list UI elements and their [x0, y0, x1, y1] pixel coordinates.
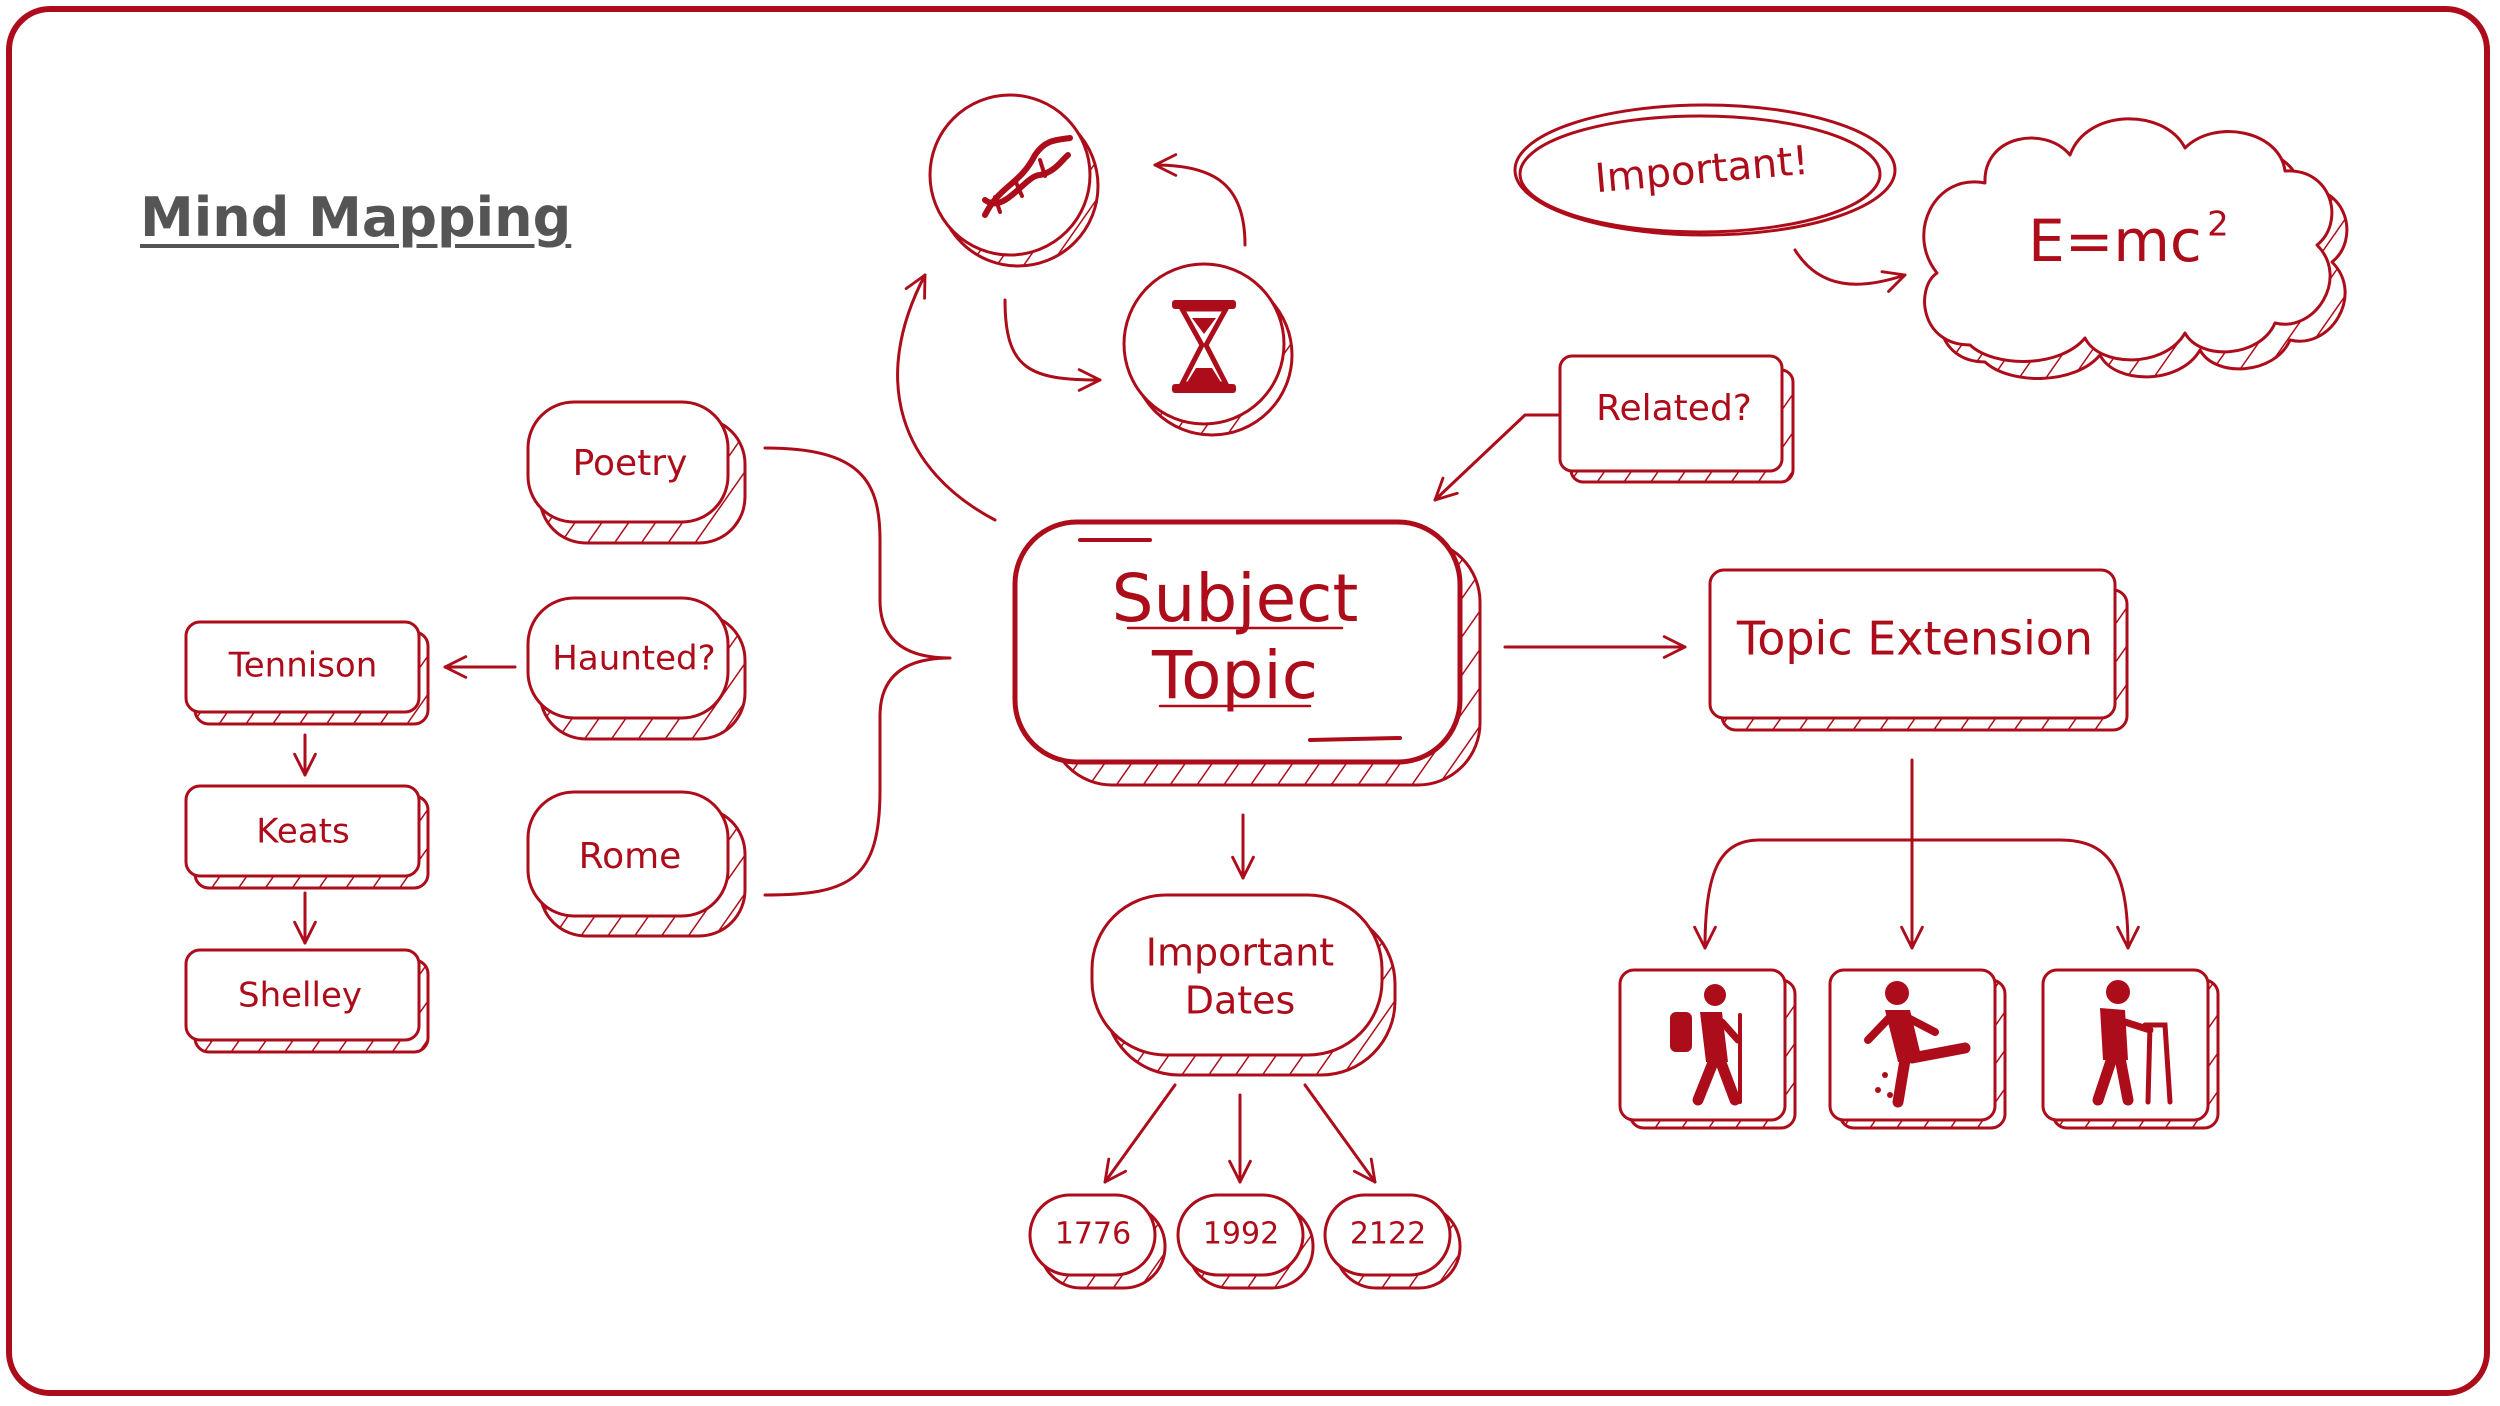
arrow-dates-1776 [1103, 1083, 1177, 1184]
rome-label: Rome [579, 836, 682, 877]
arrow-related-subject [1433, 413, 1562, 502]
tennison-node [184, 620, 430, 726]
subject-topic-label-line1: Subject [1112, 560, 1359, 637]
important-dates-label-line2: Dates [1185, 979, 1296, 1023]
important-label: Important! [1593, 138, 1811, 203]
date-2122: 2122 [1350, 1217, 1426, 1252]
dna-icon [982, 135, 1073, 218]
shelley-node [184, 948, 430, 1054]
tennison-label: Tennison [228, 646, 378, 686]
arrow-hourglass-dna [1153, 153, 1247, 247]
poetry-label: Poetry [573, 443, 688, 484]
elderly-walker-icon [2092, 980, 2173, 1106]
formula-main: E=mc [2028, 207, 2202, 275]
hiker-icon [1670, 984, 1742, 1106]
poetry-node [526, 400, 747, 545]
date-pill-1 [1028, 1193, 1167, 1290]
haunted-node [526, 596, 747, 741]
arrow-dates-2122 [1303, 1083, 1377, 1184]
date-pill-2 [1176, 1193, 1315, 1290]
person-kicking-icon [1864, 981, 1971, 1108]
shelley-label: Shelley [238, 976, 362, 1016]
haunted-label: Haunted? [552, 639, 715, 679]
keats-label: Keats [256, 812, 349, 852]
keats-node [184, 784, 430, 890]
subject-topic-node [1012, 519, 1482, 787]
rome-node [526, 790, 747, 938]
subject-topic-label-line2: Topic [1151, 637, 1318, 714]
arrow-subject-dna [896, 273, 997, 522]
brace-connector [763, 446, 952, 897]
important-dates-label-line1: Important [1146, 931, 1334, 975]
arrow-important-formula [1793, 248, 1907, 293]
date-1776: 1776 [1055, 1217, 1131, 1252]
arrow-dna-hourglass [1003, 298, 1102, 392]
important-oval [1513, 103, 1897, 237]
page-title: Mind Mapping [140, 186, 572, 249]
related-label: Related? [1596, 388, 1752, 429]
hourglass-icon [1172, 300, 1236, 393]
formula-exponent: 2 [2207, 205, 2229, 245]
date-pill-3 [1323, 1193, 1462, 1290]
date-1992: 1992 [1203, 1217, 1279, 1252]
topic-extension-label: Topic Extension [1736, 612, 2093, 666]
important-dates-node [1090, 893, 1397, 1077]
topic-extension-node [1708, 568, 2129, 732]
formula-cloud [1922, 117, 2349, 380]
arrow-extension-hiker [1693, 838, 1914, 950]
related-node [1558, 354, 1795, 484]
arrow-extension-walker [1910, 838, 2140, 950]
